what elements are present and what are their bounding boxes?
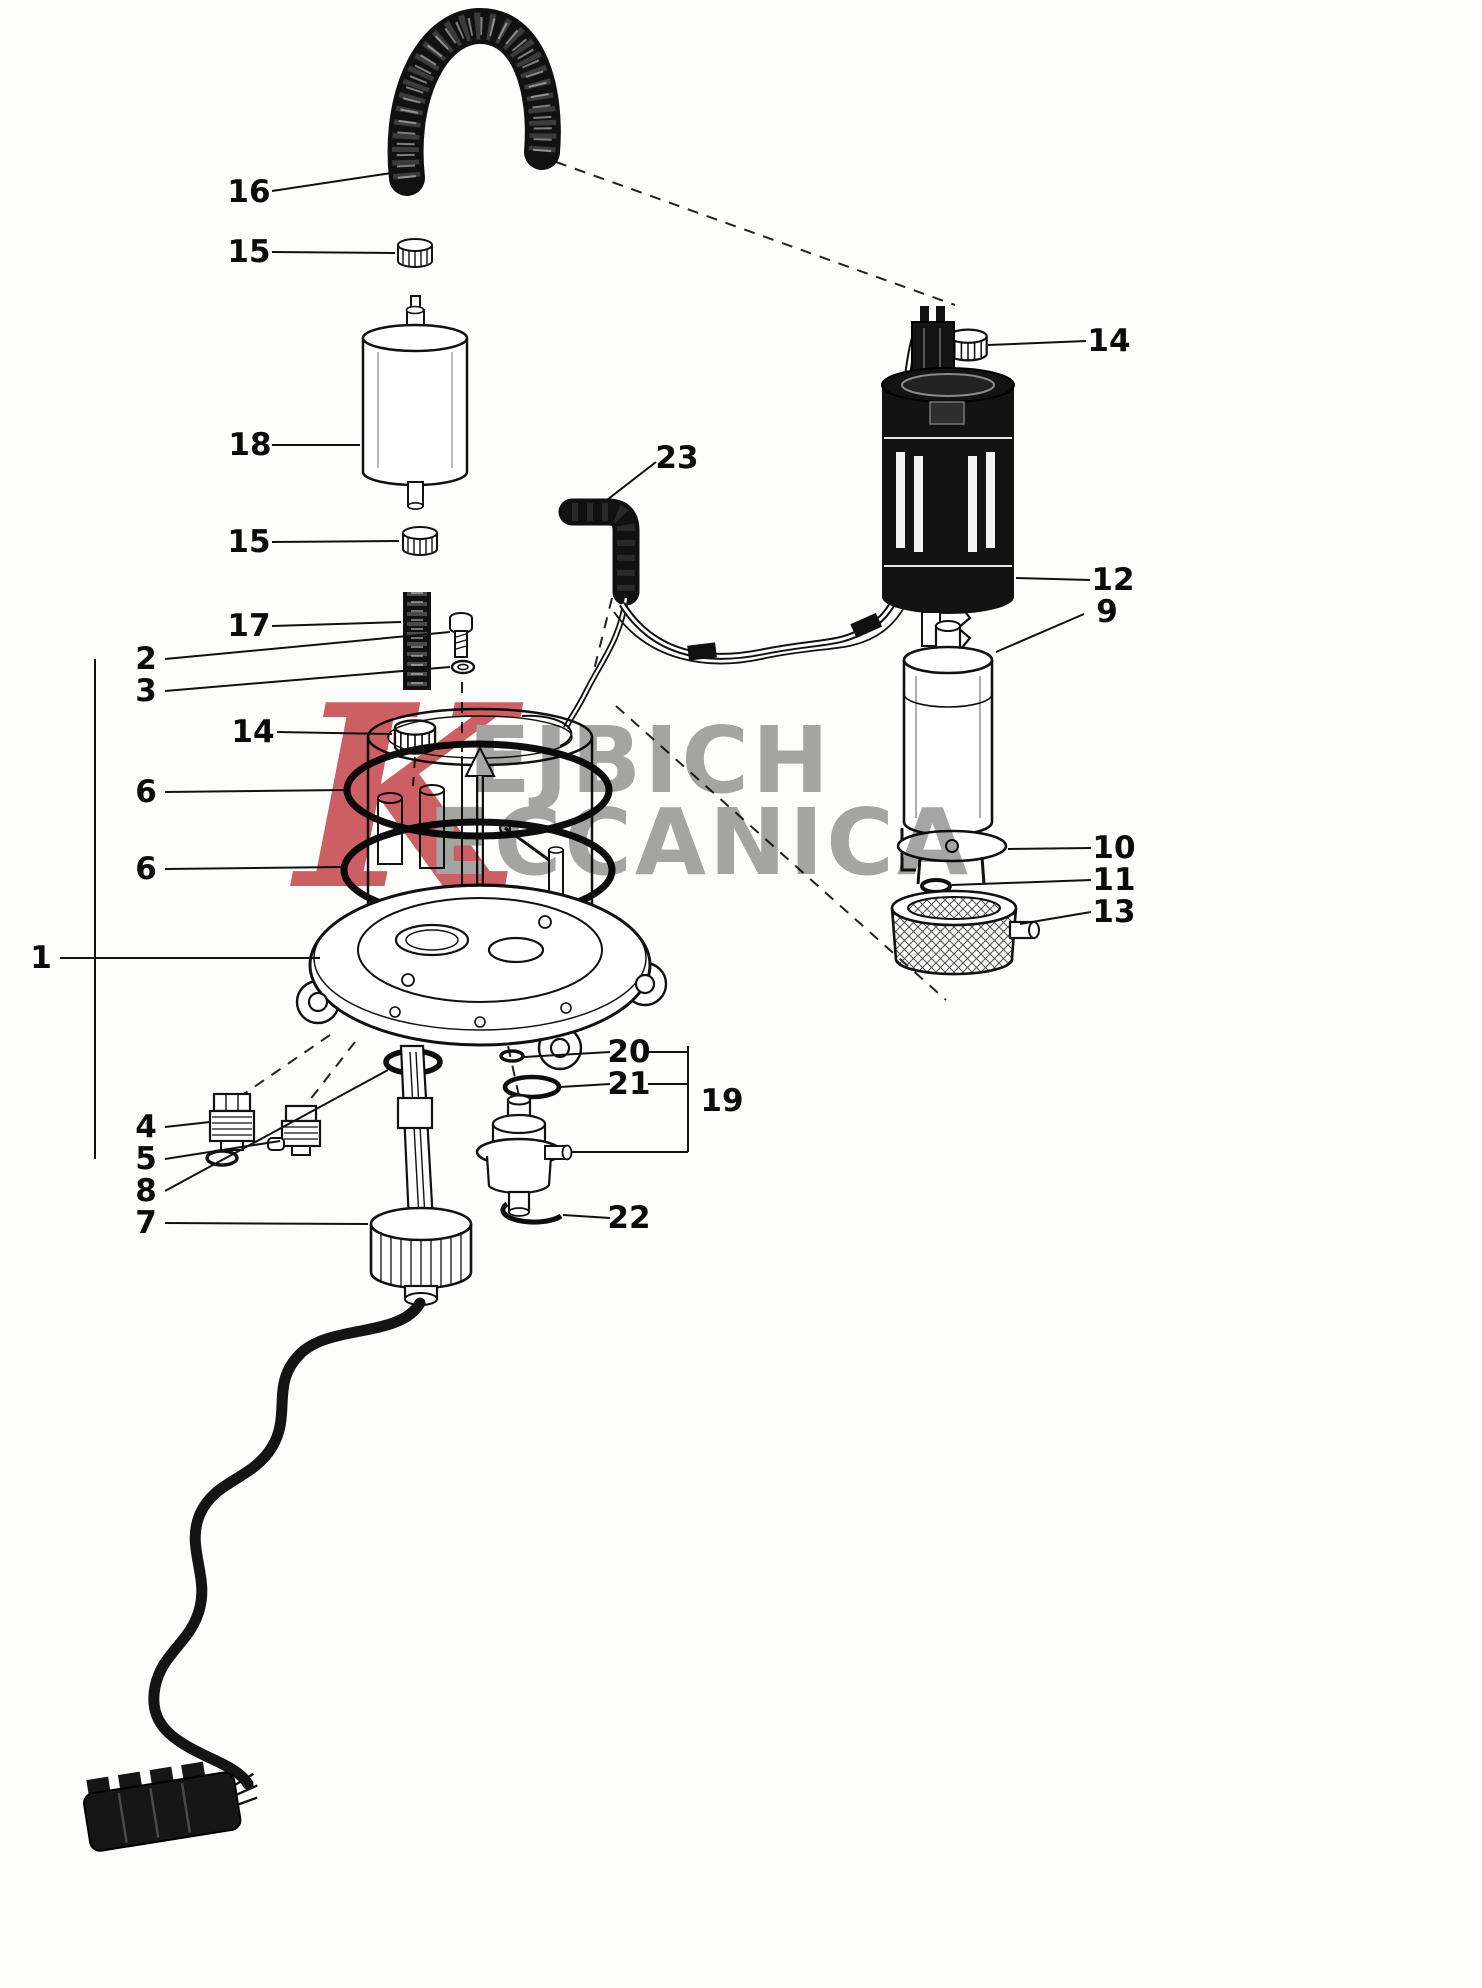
callout-5: 5 xyxy=(135,1141,157,1177)
callout-6-upper: 6 xyxy=(135,774,157,810)
part-7-level-sender xyxy=(83,1044,473,1852)
callout-21: 21 xyxy=(607,1066,650,1102)
callout-17: 17 xyxy=(227,608,270,644)
callout-22: 22 xyxy=(607,1200,650,1236)
part-6-oring-upper xyxy=(343,740,613,840)
part-19-pressure-regulator xyxy=(475,1094,573,1217)
callout-13: 13 xyxy=(1092,894,1135,930)
part-15-nut-upper xyxy=(397,238,433,268)
callout-11: 11 xyxy=(1092,862,1135,898)
part-15-nut-lower xyxy=(402,526,438,556)
pump-electrical-connector xyxy=(911,306,955,377)
callout-7: 7 xyxy=(135,1205,157,1241)
callout-20: 20 xyxy=(607,1034,650,1070)
callout-15-lower: 15 xyxy=(227,524,270,560)
callout-12: 12 xyxy=(1091,562,1134,598)
callout-4: 4 xyxy=(135,1109,157,1145)
part-12-pump-housing xyxy=(881,367,1015,614)
alignment-dashed-lines xyxy=(237,161,956,1111)
callout-19: 19 xyxy=(700,1083,743,1119)
part-18-fuel-filter xyxy=(361,295,469,510)
part-22-circlip xyxy=(500,1201,563,1225)
callout-16: 16 xyxy=(227,174,270,210)
watermark-letter: K xyxy=(290,650,524,946)
callout-2: 2 xyxy=(135,641,157,677)
watermark-line2: ECCANICA xyxy=(428,789,971,896)
part-1-flange xyxy=(295,883,668,1071)
callout-1: 1 xyxy=(30,940,52,976)
leader-lines xyxy=(60,171,1092,1225)
callout-14-left: 14 xyxy=(231,714,274,750)
part-4-fitting xyxy=(205,1092,256,1167)
part-9-fuel-pump xyxy=(902,620,994,837)
part-3-washer xyxy=(450,659,476,675)
part-10-bracket xyxy=(896,828,1008,885)
part-13-strainer xyxy=(890,889,1040,976)
part-21-oring xyxy=(502,1074,562,1100)
connector-plug xyxy=(83,1761,258,1852)
part-5-fitting xyxy=(267,1104,322,1156)
callout-3: 3 xyxy=(135,673,157,709)
callout-23: 23 xyxy=(655,440,698,476)
callout-6-lower: 6 xyxy=(135,851,157,887)
part-20-oring-small xyxy=(499,1049,525,1063)
part-2-screw xyxy=(449,612,473,658)
callout-14-right: 14 xyxy=(1087,323,1130,359)
callout-labels: 16 15 18 15 17 2 3 14 6 6 1 4 5 8 7 23 1… xyxy=(30,174,1135,1241)
part-23-elbow-hose xyxy=(558,498,640,606)
part-16-fuel-hose xyxy=(387,8,561,196)
callout-18: 18 xyxy=(228,427,271,463)
callout-9: 9 xyxy=(1096,594,1118,630)
watermark: K EJBICH ECCANICA xyxy=(290,650,971,946)
watermark-line1: EJBICH xyxy=(468,707,832,814)
callout-10: 10 xyxy=(1092,830,1135,866)
callout-8: 8 xyxy=(135,1173,157,1209)
callout-15-upper: 15 xyxy=(227,234,270,270)
